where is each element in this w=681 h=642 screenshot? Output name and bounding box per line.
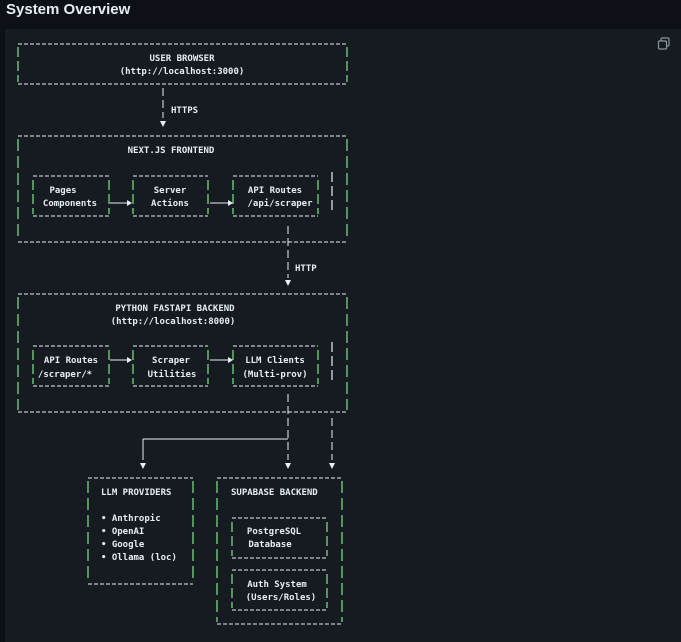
frontend-arrowhead-1 bbox=[127, 200, 132, 206]
llm-provider-item: • OpenAI bbox=[101, 527, 144, 537]
supabase-box-sides bbox=[216, 481, 343, 622]
backend-api-box-sides bbox=[32, 350, 110, 384]
backend-arrowhead-1 bbox=[127, 357, 132, 363]
server-actions-line2: Actions bbox=[151, 198, 189, 209]
llm-providers-arrowhead bbox=[140, 463, 146, 469]
backend-api-line2: /scraper/* bbox=[38, 370, 92, 380]
llm-providers-title: LLM PROVIDERS bbox=[101, 488, 171, 498]
header: System Overview bbox=[0, 0, 681, 24]
llm-provider-item: • Google bbox=[101, 540, 145, 550]
postgres-line2: Database bbox=[248, 540, 292, 550]
scraper-line2: Utilities bbox=[148, 369, 197, 380]
frontend-title: NEXT.JS FRONTEND bbox=[128, 146, 215, 156]
page-title: System Overview bbox=[6, 1, 131, 18]
supabase-box-outline bbox=[217, 477, 342, 625]
llm-provider-item: • Ollama (loc) bbox=[101, 553, 177, 563]
auth-line1: Auth System bbox=[247, 580, 307, 590]
scraper-utils-box-outline bbox=[133, 345, 208, 387]
scraper-line1: Scraper bbox=[152, 356, 191, 366]
llm-clients-box-outline bbox=[233, 345, 318, 387]
backend-subtitle: (http://localhost:8000) bbox=[111, 317, 236, 327]
pages-box-outline bbox=[33, 175, 109, 217]
api-routes-box-outline bbox=[233, 175, 318, 217]
pages-line2: Components bbox=[43, 199, 97, 209]
frontend-arrowhead-2 bbox=[228, 200, 233, 206]
pages-box-sides bbox=[32, 180, 110, 214]
supabase-title: SUPABASE BACKEND bbox=[231, 488, 318, 498]
llm-clients-box-sides bbox=[232, 350, 319, 384]
server-actions-box-sides bbox=[132, 180, 209, 214]
backend-container-outline bbox=[18, 293, 347, 413]
user-browser-box-sides bbox=[17, 47, 348, 82]
code-block bbox=[5, 29, 681, 642]
backend-api-box-outline bbox=[33, 345, 109, 387]
supabase-arrowhead-1 bbox=[285, 463, 291, 469]
backend-title: PYTHON FASTAPI BACKEND bbox=[115, 304, 235, 314]
http-label: HTTP bbox=[295, 264, 317, 274]
postgres-box-outline bbox=[232, 517, 327, 559]
auth-box-sides bbox=[231, 574, 328, 608]
copy-button[interactable] bbox=[656, 36, 672, 52]
api-routes-line1: API Routes bbox=[248, 186, 302, 196]
user-browser-subtitle: (http://localhost:3000) bbox=[120, 67, 245, 77]
api-routes-line2: /api/scraper bbox=[247, 198, 313, 209]
postgres-box-sides bbox=[231, 522, 328, 556]
frontend-container-outline bbox=[18, 135, 347, 243]
https-label: HTTPS bbox=[171, 106, 198, 116]
copy-icon bbox=[657, 37, 670, 50]
http-arrowhead bbox=[285, 280, 291, 286]
auth-box-outline bbox=[232, 569, 327, 611]
backend-container-sides bbox=[17, 297, 348, 410]
pages-line1: Pages bbox=[49, 186, 76, 196]
server-actions-line1: Server bbox=[154, 186, 187, 196]
auth-line2: (Users/Roles) bbox=[246, 593, 316, 603]
llm-providers-box-outline bbox=[88, 477, 193, 585]
api-routes-box-sides bbox=[232, 180, 319, 214]
llm-clients-line1: LLM Clients bbox=[245, 355, 305, 366]
user-browser-title: USER BROWSER bbox=[149, 54, 215, 64]
llm-provider-item: • Anthropic bbox=[101, 513, 161, 524]
https-arrowhead bbox=[160, 121, 166, 127]
user-browser-box-outline bbox=[18, 43, 347, 85]
backend-api-line1: API Routes bbox=[44, 356, 98, 366]
supabase-arrowhead-2 bbox=[329, 463, 335, 469]
server-actions-box-outline bbox=[133, 175, 208, 217]
scraper-utils-box-sides bbox=[132, 350, 209, 384]
postgres-line1: PostgreSQL bbox=[247, 527, 302, 537]
llm-clients-line2: (Multi-prov) bbox=[242, 369, 307, 380]
backend-arrowhead-2 bbox=[228, 357, 233, 363]
